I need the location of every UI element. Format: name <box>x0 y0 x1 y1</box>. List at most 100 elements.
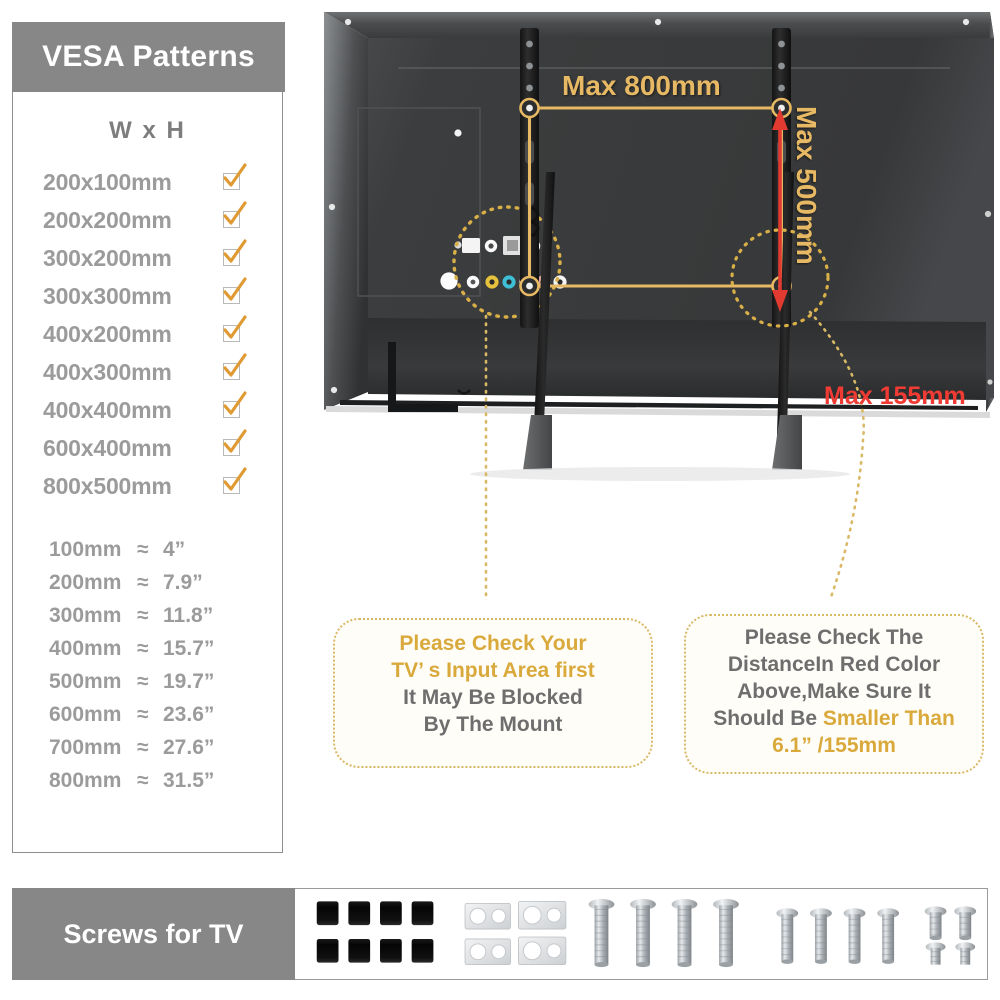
screw-group-medium-bolts <box>776 908 900 964</box>
vesa-panel-header: VESA Patterns <box>12 22 285 92</box>
tv-stand-leg-right <box>772 172 802 470</box>
check-icon <box>223 163 247 187</box>
vesa-pattern-label: 300x300mm <box>43 282 172 309</box>
conversion-approx-symbol: ≈ <box>137 669 149 693</box>
vesa-pattern-row: 600x400mm <box>43 429 282 467</box>
vesa-patterns-panel: VESA Patterns W x H 200x100mm 200x200mm 30… <box>12 22 285 855</box>
vesa-pattern-label: 200x200mm <box>43 206 172 233</box>
vesa-pattern-checkbox[interactable] <box>223 429 247 458</box>
vesa-pattern-label: 400x300mm <box>43 358 172 385</box>
vesa-pattern-row: 200x200mm <box>43 201 282 239</box>
vesa-panel-title: VESA Patterns <box>42 40 255 73</box>
vesa-pattern-list: 200x100mm 200x200mm 300x200mm 300x300mm 400x… <box>13 163 282 505</box>
screws-section-header: Screws for TV <box>12 888 295 980</box>
conversion-mm: 200mm <box>49 570 122 594</box>
conversion-inch: 15.7” <box>163 636 215 660</box>
screws-hardware-tray <box>295 888 988 980</box>
conversion-row: 800mm ≈31.5” <box>49 764 282 797</box>
max-depth-arrow <box>772 108 788 312</box>
vesa-pattern-checkbox[interactable] <box>223 239 247 268</box>
screws-section-title: Screws for TV <box>63 918 244 949</box>
callout-input-area: Please Check Your TV’ s Input Area first… <box>333 618 653 768</box>
vesa-pattern-checkbox[interactable] <box>223 467 247 496</box>
check-icon <box>223 239 247 263</box>
vesa-pattern-row: 400x300mm <box>43 353 282 391</box>
vesa-pattern-label: 300x200mm <box>43 244 172 271</box>
max-height-label: Max 500mm <box>791 106 822 265</box>
check-icon <box>223 201 247 225</box>
vesa-pattern-checkbox[interactable] <box>223 163 247 192</box>
vesa-pattern-label: 600x400mm <box>43 434 172 461</box>
check-icon <box>223 429 247 453</box>
hardware-illustration <box>316 898 977 968</box>
callout-left-line2: TV’ s Input Area first <box>391 659 595 682</box>
screw-group-spacers <box>316 901 434 963</box>
tv-illustration <box>324 12 994 612</box>
callout-right-line4: Should Be Smaller Than <box>694 705 974 732</box>
conversion-row: 700mm ≈27.6” <box>49 731 282 764</box>
conversion-inch: 7.9” <box>163 570 203 594</box>
conversion-mm: 100mm <box>49 537 122 561</box>
screw-group-washers <box>464 900 567 966</box>
vesa-pattern-checkbox[interactable] <box>223 277 247 306</box>
check-icon <box>223 277 247 301</box>
tv-stand-leg-left <box>523 172 555 470</box>
tv-diagram: Max 800mm Max 500mm Max 155mm <box>310 0 1000 612</box>
vesa-pattern-checkbox[interactable] <box>223 201 247 230</box>
conversion-approx-symbol: ≈ <box>137 768 149 792</box>
conversion-approx-symbol: ≈ <box>137 735 149 759</box>
check-icon <box>223 467 247 491</box>
callout-red-distance: Please Check The DistanceIn Red Color Ab… <box>684 614 984 774</box>
vesa-pattern-checkbox[interactable] <box>223 353 247 382</box>
conversion-mm: 700mm <box>49 735 122 759</box>
vesa-panel-body: W x H 200x100mm 200x200mm 300x200mm 300x300… <box>12 92 283 853</box>
vesa-pattern-row: 400x200mm <box>43 315 282 353</box>
conversion-mm: 500mm <box>49 669 122 693</box>
vesa-pattern-label: 800x500mm <box>43 472 172 499</box>
max-width-label: Max 800mm <box>562 70 721 101</box>
callout-right-line3: Above,Make Sure It <box>737 680 931 703</box>
conversion-inch: 11.8” <box>163 603 214 627</box>
check-icon <box>223 353 247 377</box>
vesa-pattern-checkbox[interactable] <box>223 391 247 420</box>
max-depth-label: Max 155mm <box>824 382 966 410</box>
screws-section: Screws for TV <box>12 888 988 980</box>
conversion-row: 500mm ≈19.7” <box>49 665 282 698</box>
callout-right-line1: Please Check The <box>744 626 924 649</box>
callout-right-line4-gold: Smaller Than <box>822 707 955 730</box>
conversion-inch: 19.7” <box>163 669 215 693</box>
conversion-mm: 300mm <box>49 603 122 627</box>
conversion-row: 200mm≈7.9” <box>49 566 282 599</box>
conversion-row: 600mm ≈23.6” <box>49 698 282 731</box>
callout-left-line3: It May Be Blocked <box>403 686 583 709</box>
check-icon <box>223 315 247 339</box>
conversion-approx-symbol: ≈ <box>137 636 149 660</box>
callout-right-line5: 6.1” /155mm <box>772 734 896 757</box>
vesa-pattern-row: 300x200mm <box>43 239 282 277</box>
vesa-pattern-label: 400x400mm <box>43 396 172 423</box>
conversion-inch: 27.6” <box>163 735 215 759</box>
conversion-inch: 31.5” <box>163 768 215 792</box>
vesa-pattern-label: 400x200mm <box>43 320 172 347</box>
conversion-mm: 600mm <box>49 702 122 726</box>
conversion-mm: 400mm <box>49 636 122 660</box>
callout-right-line2: DistanceIn Red Color <box>727 653 941 676</box>
conversion-inch: 23.6” <box>163 702 215 726</box>
vesa-pattern-row: 200x100mm <box>43 163 282 201</box>
conversion-row: 300mm ≈11.8” <box>49 599 282 632</box>
conversion-row: 100mm≈4” <box>49 533 282 566</box>
vesa-column-header: W x H <box>109 117 186 144</box>
callout-right-line4-grey: Should Be <box>713 707 823 730</box>
vesa-pattern-row: 800x500mm <box>43 467 282 505</box>
conversion-approx-symbol: ≈ <box>137 603 149 627</box>
conversion-mm: 800mm <box>49 768 122 792</box>
callout-left-line1: Please Check Your <box>399 632 587 655</box>
conversion-approx-symbol: ≈ <box>137 537 149 561</box>
vesa-pattern-checkbox[interactable] <box>223 315 247 344</box>
mm-to-inch-conversion-list: 100mm≈4”200mm≈7.9”300mm≈11.8”400mm≈15.7”… <box>13 533 282 797</box>
vesa-pattern-label: 200x100mm <box>43 168 172 195</box>
screw-group-short-bolts <box>924 906 977 965</box>
vesa-pattern-row: 400x400mm <box>43 391 282 429</box>
conversion-approx-symbol: ≈ <box>137 702 149 726</box>
